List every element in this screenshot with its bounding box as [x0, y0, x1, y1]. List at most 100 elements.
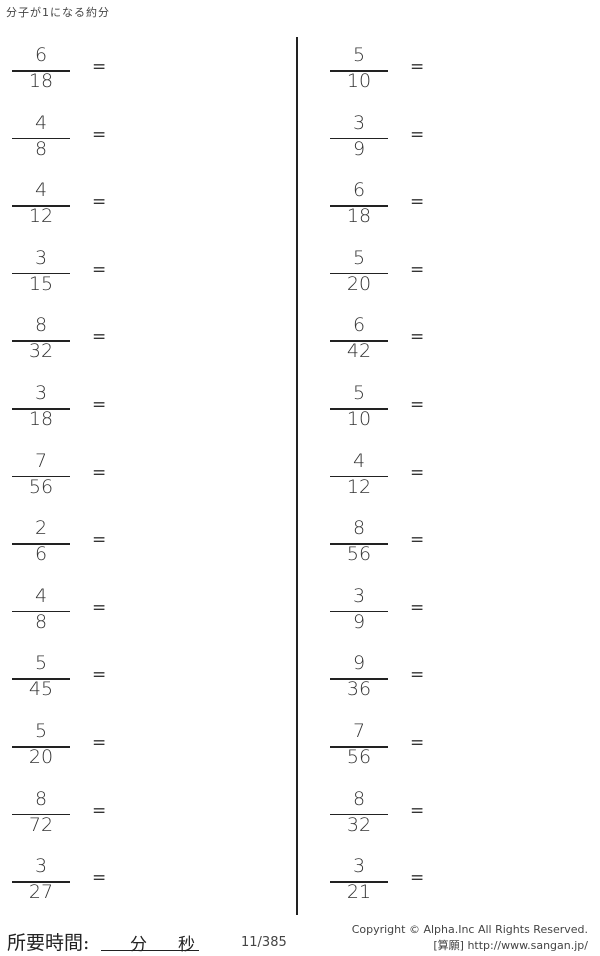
- numerator: 3: [34, 246, 48, 269]
- equals-sign: =: [410, 733, 425, 753]
- fraction-bar: [12, 543, 70, 545]
- equals-sign: =: [92, 57, 107, 77]
- denominator: 42: [346, 340, 372, 363]
- numerator: 3: [352, 855, 366, 878]
- fraction-bar: [12, 70, 70, 72]
- denominator: 20: [346, 272, 372, 295]
- equals-sign: =: [92, 868, 107, 889]
- fraction-bar: [330, 205, 388, 207]
- fraction-bar: [330, 813, 388, 816]
- denominator: 36: [346, 678, 372, 701]
- denominator: 32: [28, 340, 54, 363]
- fraction-bar: [12, 881, 70, 883]
- denominator: 12: [346, 475, 372, 498]
- site-url: [算願] http://www.sangan.jp/: [433, 939, 588, 952]
- numerator: 4: [352, 449, 366, 472]
- equals-sign: =: [92, 530, 107, 551]
- problem-right-7: 4 12 =: [330, 449, 470, 512]
- fraction-bar: [12, 610, 70, 613]
- numerator: 6: [352, 314, 366, 337]
- minutes-label: 分: [130, 935, 147, 955]
- equals-sign: =: [92, 597, 107, 618]
- equals-sign: =: [92, 327, 107, 348]
- denominator: 15: [28, 272, 54, 295]
- problem-right-2: 3 9 =: [330, 111, 470, 174]
- fraction-bar: [330, 610, 388, 613]
- fraction-bar: [12, 475, 70, 478]
- problem-right-11: 7 56 =: [330, 720, 470, 782]
- copyright: Copyright © Alpha.Inc All Rights Reserve…: [351, 923, 588, 936]
- problem-left-3: 4 12 =: [12, 179, 152, 241]
- page-number: 11/385: [241, 935, 287, 950]
- fraction-bar: [12, 205, 70, 207]
- denominator: 72: [28, 813, 54, 836]
- numerator: 5: [352, 44, 366, 66]
- problem-right-5: 6 42 =: [330, 314, 470, 376]
- denominator: 9: [352, 610, 366, 633]
- denominator: 8: [34, 137, 48, 160]
- equals-sign: =: [92, 124, 107, 145]
- denominator: 20: [28, 746, 54, 768]
- fraction-bar: [12, 746, 70, 748]
- denominator: 56: [28, 475, 54, 498]
- problem-left-5: 8 32 =: [12, 314, 152, 376]
- denominator: 56: [346, 543, 372, 566]
- equals-sign: =: [410, 259, 425, 280]
- denominator: 18: [346, 205, 372, 228]
- fraction-bar: [12, 678, 70, 680]
- numerator: 5: [34, 652, 48, 675]
- numerator: 5: [352, 382, 366, 404]
- problem-left-7: 7 56 =: [12, 450, 152, 512]
- equals-sign: =: [410, 868, 425, 889]
- seconds-label: 秒: [178, 935, 195, 955]
- equals-sign: =: [410, 597, 425, 618]
- numerator: 6: [34, 44, 48, 66]
- problem-left-6: 3 18 =: [12, 382, 152, 444]
- equals-sign: =: [92, 259, 107, 280]
- time-label: 所要時間:: [7, 932, 90, 954]
- fraction-bar: [330, 746, 388, 748]
- numerator: 8: [34, 787, 48, 810]
- numerator: 3: [34, 382, 48, 404]
- numerator: 8: [352, 517, 366, 540]
- equals-sign: =: [410, 124, 425, 145]
- equals-sign: =: [410, 800, 425, 821]
- problem-right-4: 5 20 =: [330, 246, 470, 309]
- fraction-bar: [330, 678, 388, 680]
- time-field[interactable]: 分 秒: [101, 930, 199, 955]
- fraction-bar: [330, 408, 388, 410]
- equals-sign: =: [410, 327, 425, 348]
- problem-right-13: 3 21 =: [330, 855, 470, 917]
- equals-sign: =: [92, 192, 107, 213]
- numerator: 4: [34, 111, 48, 134]
- numerator: 8: [352, 787, 366, 810]
- equals-sign: =: [410, 665, 425, 686]
- numerator: 3: [352, 584, 366, 607]
- problem-left-13: 3 27 =: [12, 855, 152, 917]
- equals-sign: =: [410, 395, 425, 415]
- problem-right-12: 8 32 =: [330, 787, 470, 850]
- denominator: 45: [28, 678, 54, 701]
- fraction-bar: [330, 340, 388, 342]
- problem-left-4: 3 15 =: [12, 246, 152, 309]
- denominator: 18: [28, 408, 54, 430]
- denominator: 6: [34, 543, 48, 566]
- equals-sign: =: [410, 530, 425, 551]
- numerator: 7: [352, 720, 366, 742]
- numerator: 3: [352, 111, 366, 134]
- equals-sign: =: [410, 57, 425, 77]
- numerator: 8: [34, 314, 48, 337]
- fraction-bar: [330, 881, 388, 883]
- equals-sign: =: [92, 800, 107, 821]
- equals-sign: =: [92, 462, 107, 483]
- problem-left-1: 6 18 =: [12, 44, 152, 106]
- copyright-block: Copyright © Alpha.Inc All Rights Reserve…: [352, 922, 588, 954]
- problem-left-9: 4 8 =: [12, 585, 152, 647]
- numerator: 5: [352, 246, 366, 269]
- fraction-bar: [12, 813, 70, 816]
- denominator: 8: [34, 610, 48, 633]
- denominator: 21: [346, 881, 372, 904]
- fraction-bar: [12, 408, 70, 410]
- problem-right-6: 5 10 =: [330, 382, 470, 444]
